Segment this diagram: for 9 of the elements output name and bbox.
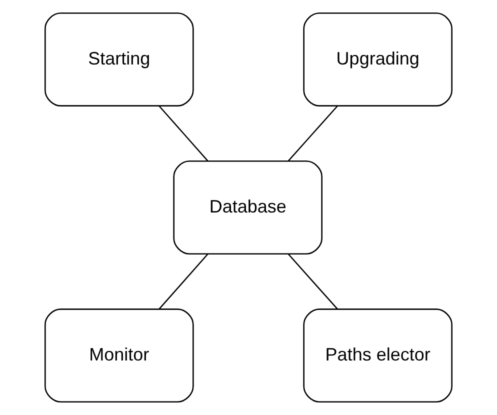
node-box: Upgrading <box>303 12 452 106</box>
node-box: Database <box>173 160 322 254</box>
connector <box>288 106 338 162</box>
node-box: Starting <box>44 12 194 106</box>
node-box: Monitor <box>44 308 194 402</box>
connector <box>288 254 338 310</box>
connector <box>158 254 208 310</box>
node-box: Paths elector <box>303 308 452 402</box>
connector <box>158 106 208 162</box>
